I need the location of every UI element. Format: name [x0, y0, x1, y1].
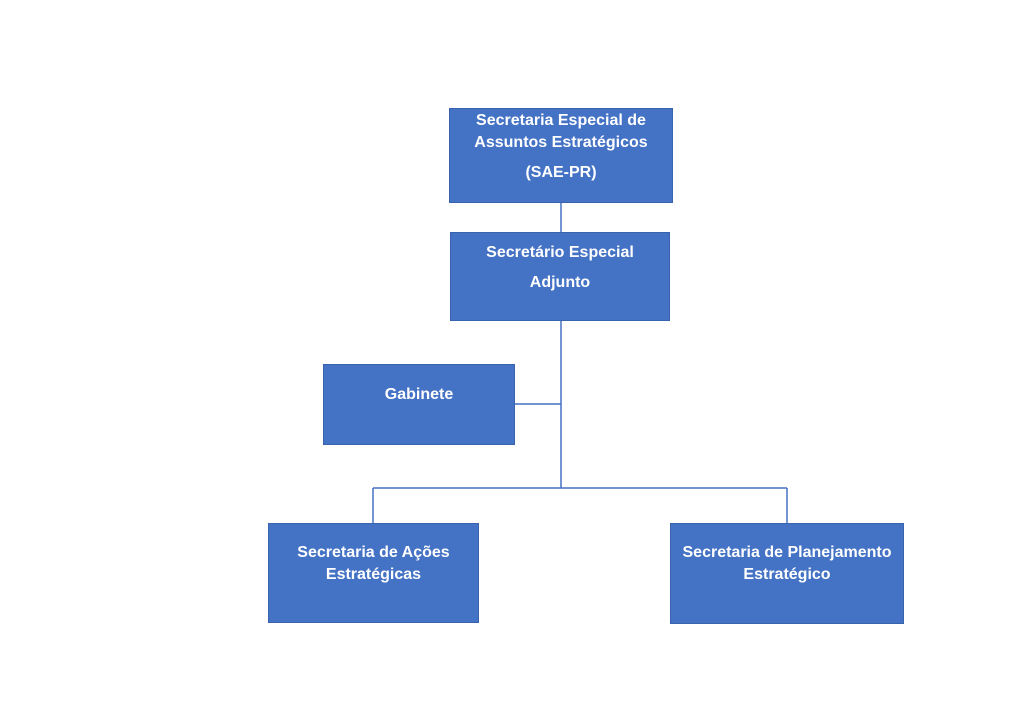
- node-deputy-secretary-line1: Secretário Especial: [486, 244, 634, 261]
- node-sae-pr-line3: (SAE-PR): [525, 164, 597, 181]
- node-strategic-actions-line1: Secretaria de Ações: [297, 544, 450, 561]
- node-sae-pr-line1: Secretaria Especial de: [476, 112, 646, 129]
- node-cabinet-label: Gabinete: [384, 386, 454, 403]
- node-cabinet: Gabinete: [323, 364, 515, 445]
- node-strategic-actions: Secretaria de Ações Estratégicas: [268, 523, 479, 623]
- node-strategic-planning-line1: Secretaria de Planejamento: [682, 544, 892, 561]
- node-deputy-secretary: Secretário Especial Adjunto: [450, 232, 670, 321]
- node-strategic-planning-line2: Estratégico: [743, 566, 831, 583]
- node-sae-pr-line2: Assuntos Estratégicos: [474, 134, 648, 151]
- node-deputy-secretary-line2: Adjunto: [529, 274, 591, 291]
- node-strategic-planning: Secretaria de Planejamento Estratégico: [670, 523, 904, 624]
- node-sae-pr: Secretaria Especial de Assuntos Estratég…: [449, 108, 673, 203]
- node-strategic-actions-line2: Estratégicas: [325, 566, 422, 583]
